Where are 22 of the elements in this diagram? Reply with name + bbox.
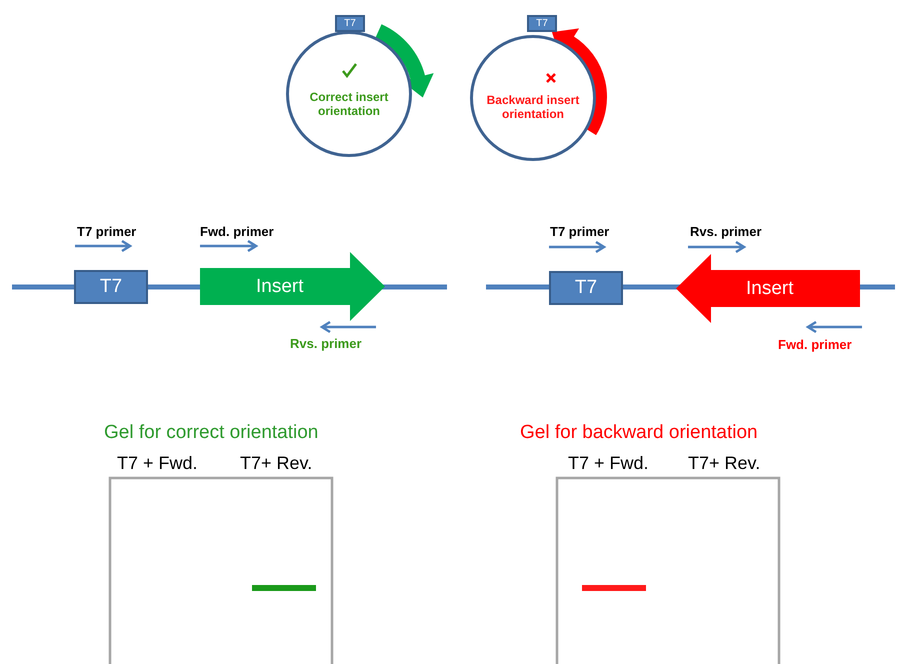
plasmid-label: Backward insert orientation: [486, 93, 580, 121]
primer-label: Rvs. primer: [690, 224, 762, 239]
insert-arrow: [676, 254, 860, 323]
gel-heading: Gel for correct orientation: [104, 422, 318, 444]
insert-arrow: [200, 252, 385, 321]
promoter-box: T7: [335, 15, 365, 32]
plasmid-label: Correct insert orientation: [308, 90, 390, 118]
insert-label: Insert: [746, 278, 794, 300]
primer-label: T7 primer: [550, 224, 610, 239]
lane-label: T7+ Rev.: [240, 453, 312, 474]
primer-label: Fwd. primer: [778, 337, 852, 352]
promoter-box: T7: [549, 271, 623, 305]
gel-heading: Gel for backward orientation: [520, 422, 758, 444]
lane-label: T7+ Rev.: [688, 453, 760, 474]
primer-label: T7 primer: [77, 224, 136, 239]
lane-label: T7 + Fwd.: [117, 453, 198, 474]
primer-label: Rvs. primer: [290, 336, 362, 351]
lane-label: T7 + Fwd.: [568, 453, 649, 474]
promoter-box: T7: [527, 15, 557, 32]
insert-label: Insert: [256, 276, 304, 298]
primer-label: Fwd. primer: [200, 224, 274, 239]
promoter-box: T7: [74, 270, 148, 304]
